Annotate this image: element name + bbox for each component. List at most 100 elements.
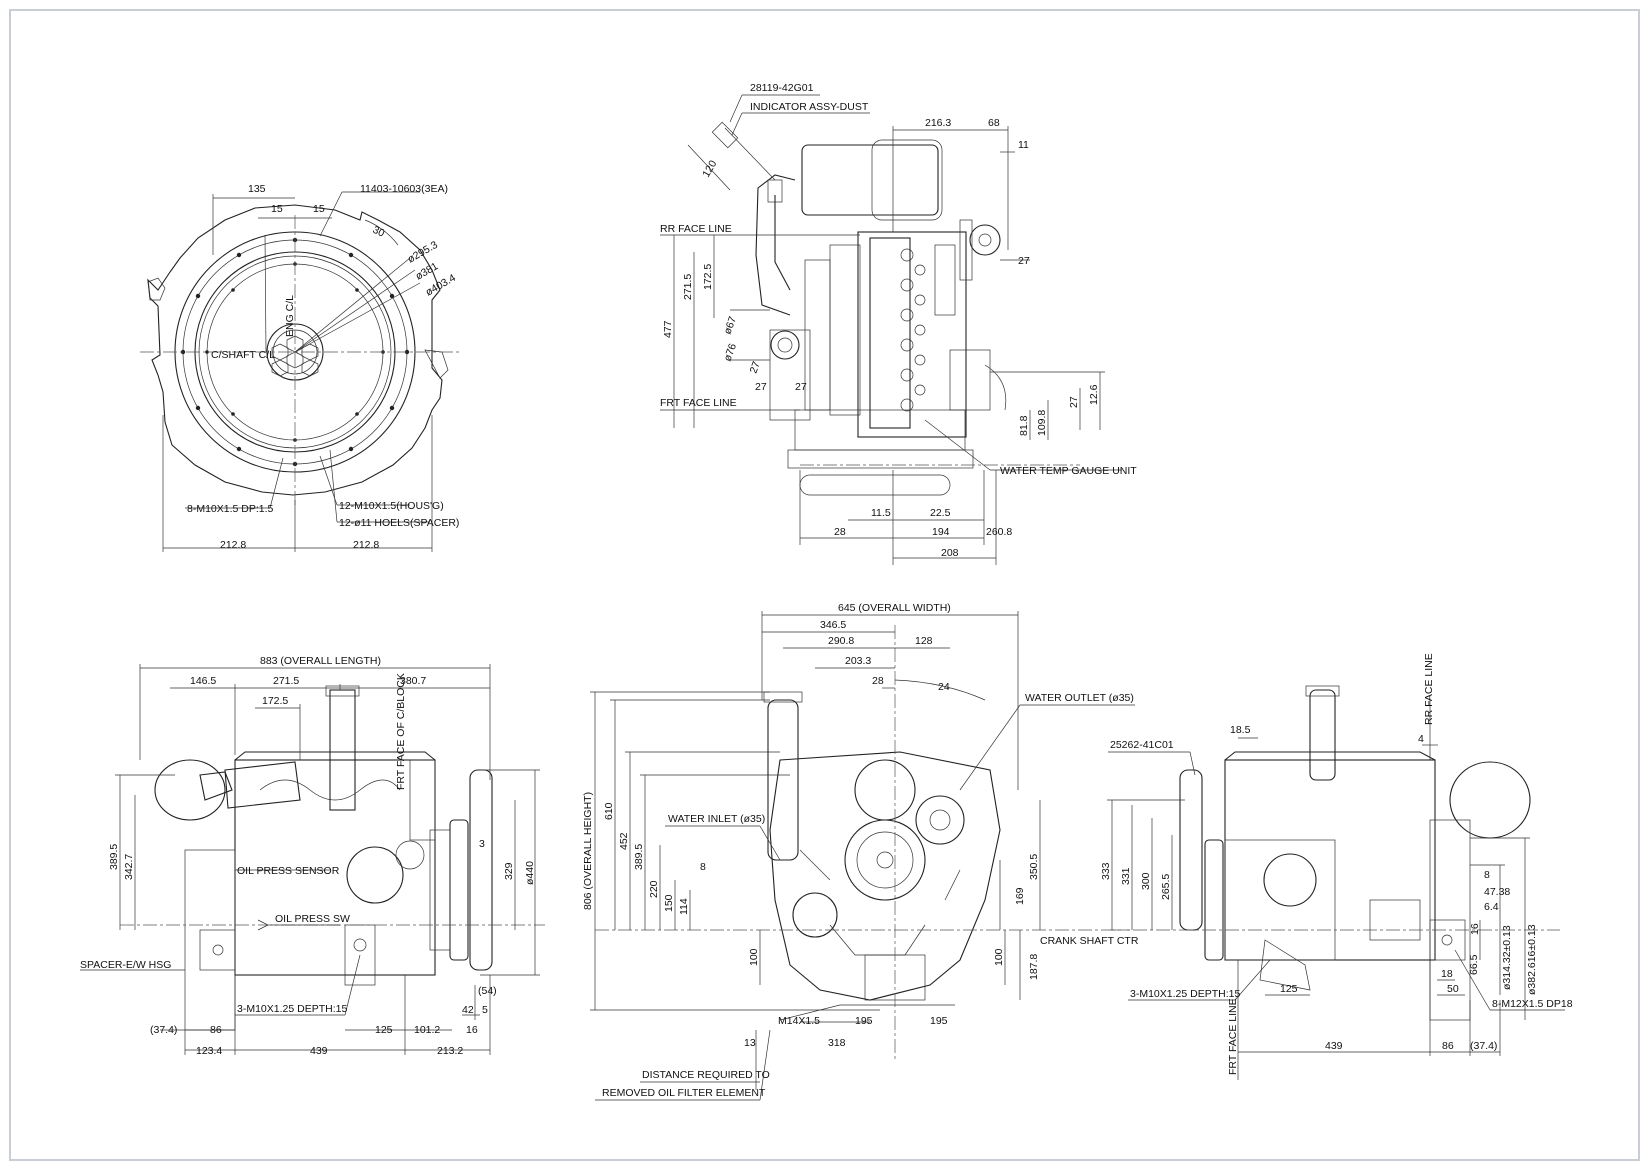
fuel-pump-right xyxy=(1263,853,1317,907)
dim-203-label: 203.3 xyxy=(845,655,871,667)
water-pump-front xyxy=(854,759,916,821)
dim-128-label: 128 xyxy=(915,635,933,647)
fan-hub-lower xyxy=(829,924,926,956)
engine-foot-right xyxy=(1259,939,1311,991)
leader-12m10 xyxy=(319,455,338,506)
dim-15a-label: 15 xyxy=(271,203,283,215)
thermostat-housing xyxy=(959,219,973,281)
dim-68-label: 68 xyxy=(988,117,1000,129)
crank-pulley-hub xyxy=(876,851,894,869)
mount-pad xyxy=(199,929,236,971)
front-pulley-area xyxy=(787,449,974,469)
leader-28119 xyxy=(729,94,743,123)
dim-8-label: 8 xyxy=(700,861,706,873)
dim-4-label: 4 xyxy=(1418,733,1424,745)
flywheel-housing-outline xyxy=(147,204,443,496)
dim-350-label: 350.5 xyxy=(1028,854,1040,880)
dim-15b-label: 15 xyxy=(313,203,325,215)
exhaust-manifold xyxy=(259,779,401,801)
part-filter-label: 25262-41C01 xyxy=(1110,739,1174,751)
dim-187-label: 187.8 xyxy=(1028,954,1040,980)
leader-3m10-right xyxy=(1234,959,1271,1001)
note-12m10: 12-M10X1.5(HOUS'G) xyxy=(339,500,444,512)
dim-125-right-label: 125 xyxy=(1280,983,1298,995)
m14-label: M14X1.5 xyxy=(778,1015,820,1027)
dim-16-right-label: 16 xyxy=(1469,923,1481,935)
water-pump-hub xyxy=(777,337,793,353)
cshaft-cl-label: C/SHAFT C/L xyxy=(211,349,275,361)
dim-194-label: 22.5 xyxy=(930,507,951,519)
top-view: 28119-42G01 INDICATOR ASSY-DUST 120 216.… xyxy=(660,82,1137,565)
starter-motor xyxy=(346,846,404,904)
leader-ø403 xyxy=(294,282,421,353)
drawing-border xyxy=(9,9,1640,1161)
water-pump-side xyxy=(409,759,436,841)
distance-note-1: DISTANCE REQUIRED TO xyxy=(642,1069,770,1081)
dim-329-label: 329 xyxy=(503,862,515,880)
dim-100-left-label: 100 xyxy=(748,948,760,966)
dim-12.6-label: 27 xyxy=(1018,255,1030,267)
crank-pulley xyxy=(449,819,469,961)
water-outlet-fitting xyxy=(969,224,1001,256)
exhaust-flange-right xyxy=(1305,685,1340,697)
leader-m14 xyxy=(779,1004,841,1021)
dim-346-label: 346.5 xyxy=(820,619,846,631)
dim-27b-label: 27 xyxy=(755,381,767,393)
mount-hole-right xyxy=(1441,934,1453,946)
dim-271-label: 271.5 xyxy=(273,675,299,687)
eng-cl-label: ENG C/L xyxy=(284,295,296,337)
dim-439-label: 439 xyxy=(310,1045,328,1057)
dim-212a-label: 212.8 xyxy=(220,539,246,551)
head-top-right xyxy=(1224,751,1436,761)
pulley-right xyxy=(1204,839,1224,961)
distance-note-2: REMOVED OIL FILTER ELEMENT xyxy=(602,1087,766,1099)
dim-172-label: 172.5 xyxy=(262,695,288,707)
dim-146-label: 146.5 xyxy=(190,675,216,687)
exhaust-flange xyxy=(325,685,360,697)
dim-114-label: 114 xyxy=(678,898,690,915)
water-outlet-label: WATER OUTLET (ø35) xyxy=(1025,692,1134,704)
dim-ø67-label: ø67 xyxy=(722,315,740,336)
spacer-label: SPACER-E/W HSG xyxy=(80,959,171,971)
dim-ø76-label: ø76 xyxy=(722,342,740,363)
dim-300-label: 300 xyxy=(1140,872,1152,890)
dim-ø314-label: ø314.32±0.13 xyxy=(1501,925,1513,990)
note-8m12: 8-M12X1.5 DP18 xyxy=(1492,998,1573,1010)
dim-11-label: 11 xyxy=(1018,139,1029,151)
dim-331-label: 331 xyxy=(1120,867,1132,885)
dim-3-label: 3 xyxy=(479,838,485,850)
turbo-area xyxy=(769,329,811,421)
dim-195-left-label: 195 xyxy=(855,1015,873,1027)
dim-169-label: 169 xyxy=(1014,887,1026,905)
flywheel-housing-side xyxy=(184,849,236,1031)
dim-50-label: 50 xyxy=(1447,983,1459,995)
dim-28-label: 28 xyxy=(872,675,884,687)
leader-ø295 xyxy=(294,257,411,353)
eng-cl-line xyxy=(264,234,267,353)
water-temp-label: WATER TEMP GAUGE UNIT xyxy=(1000,465,1137,477)
front-view: 645 (OVERALL WIDTH) 346.5 290.8 128 203.… xyxy=(582,602,1139,1101)
dim-806-label: 806 (OVERALL HEIGHT) xyxy=(582,792,594,910)
dim-13-label: 13 xyxy=(744,1037,756,1049)
dim-318-label: 318 xyxy=(828,1037,846,1049)
dim-66-label: 66.5 xyxy=(1468,954,1480,975)
dim-24-label: 24 xyxy=(938,681,950,693)
fan-edge xyxy=(799,474,951,496)
right-side-view: 25262-41C01 18.5 4 RR FACE LINE 333 331 … xyxy=(1100,653,1573,1080)
oil-press-sw-label: OIL PRESS SW xyxy=(275,913,350,925)
leader-water-outlet xyxy=(959,704,1021,791)
dim-109.8-label: 12.6 xyxy=(1088,384,1100,405)
side-manifold xyxy=(804,259,831,411)
dim-37-right-label: (37.4) xyxy=(1470,1040,1497,1052)
crank-shaft-ctr-label: CRANK SHAFT CTR xyxy=(1040,935,1139,947)
dim-6.4-label: 6.4 xyxy=(1484,901,1499,913)
dim-150-label: 150 xyxy=(663,894,675,912)
part-bolts-label: 11403-10603(3EA) xyxy=(360,183,448,195)
dim-172-label: 172.5 xyxy=(702,264,714,290)
alternator-front xyxy=(915,795,965,845)
foot-hole xyxy=(353,938,367,952)
water-outlet-bore xyxy=(978,233,992,247)
front-cover xyxy=(429,829,451,951)
dim-380-label: 380.7 xyxy=(400,675,426,687)
